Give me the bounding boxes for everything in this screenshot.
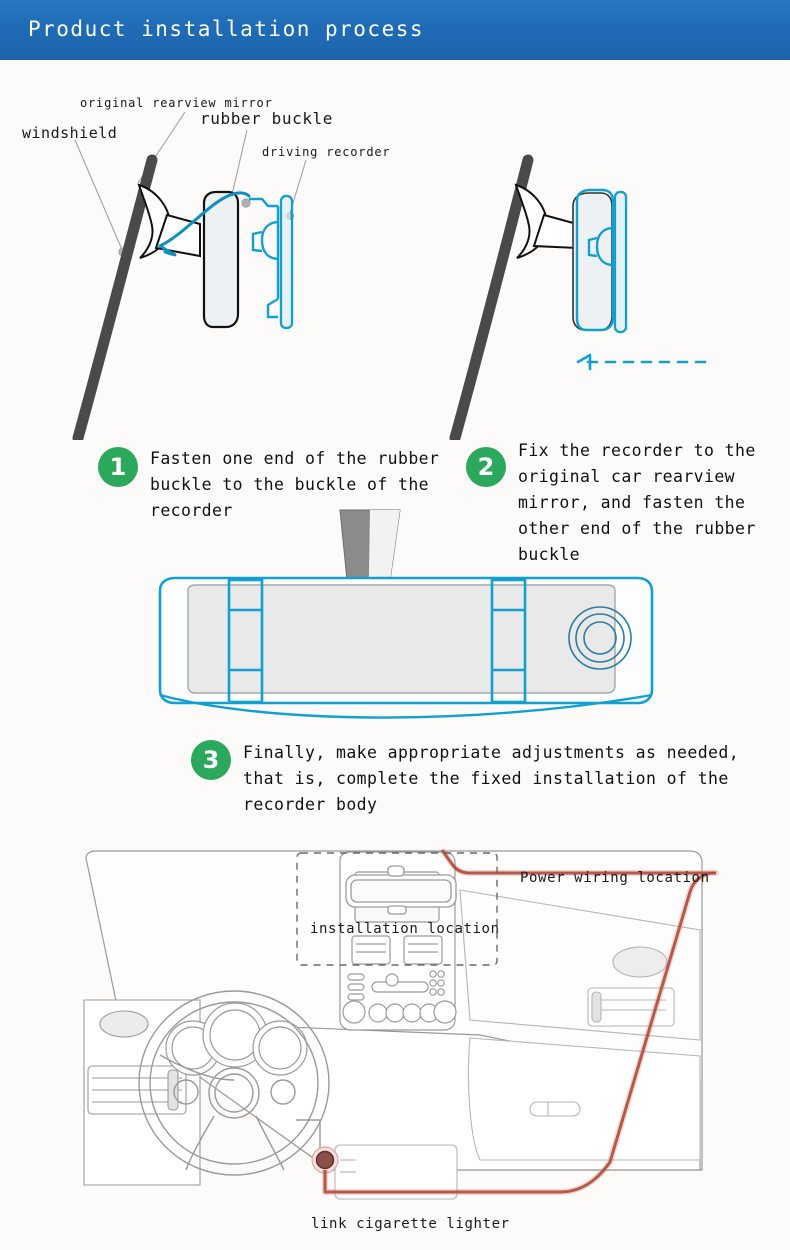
- label-link-cigarette-lighter: link cigarette lighter: [311, 1216, 510, 1232]
- left-air-vent: [83, 999, 201, 1186]
- rearview-mirror-icon: [345, 865, 457, 915]
- windshield-glass-right: [449, 154, 534, 440]
- dash-upper-shelf: [118, 1019, 701, 1171]
- recorder-bottom-lip: [159, 693, 653, 719]
- step-text-2: Fix the recorder to the original car rea…: [518, 441, 756, 564]
- driving-recorder-right: [575, 188, 628, 334]
- callout-label-windshield: windshield: [22, 124, 118, 142]
- mirror-mount-right: [514, 183, 549, 259]
- driving-recorder-left: [249, 194, 294, 330]
- rubber-buckle-strap-right-front: [490, 578, 527, 704]
- direction-arrow: [576, 353, 708, 371]
- mirror-stem-highlight: [368, 510, 400, 630]
- console-vents: [351, 935, 443, 965]
- callout-label-original-mirror: original rearview mirror: [80, 96, 273, 110]
- mirror-stem-ball: [338, 617, 394, 655]
- step-badge-1: 1: [98, 447, 138, 487]
- camera-lens: [568, 606, 632, 670]
- top-illustration: [72, 111, 708, 440]
- callout-label-driving-recorder: driving recorder: [262, 145, 391, 159]
- mirror-arm-left: [154, 213, 201, 258]
- power-wire-glow: [322, 848, 719, 1195]
- step-text-3: Finally, make appropriate adjustments as…: [243, 743, 740, 814]
- cigarette-lighter-socket: [311, 1146, 339, 1174]
- dashboard-illustration: [83, 848, 719, 1200]
- label-power-wiring-location: Power wiring location: [520, 870, 710, 886]
- original-mirror-body-left: [202, 190, 240, 329]
- label-installation-location: installation location: [310, 921, 500, 937]
- original-mirror-front: [187, 584, 616, 694]
- steering-wheel: [138, 990, 330, 1176]
- page-title: Product installation process: [28, 17, 425, 41]
- center-console: [339, 851, 457, 1031]
- rubber-buckle-strap-left-front: [227, 578, 264, 704]
- step-badge-2: 2: [466, 447, 506, 487]
- assembled-unit-body-right: [572, 192, 613, 331]
- windshield-panel: [85, 850, 703, 1171]
- rubber-buckle-strap-left: [158, 191, 251, 248]
- step-text-1: Fasten one end of the rubber buckle to t…: [150, 449, 440, 520]
- step-badge-3: 3: [191, 740, 231, 780]
- callout-dots: [118, 198, 294, 257]
- callout-label-rubber-buckle: rubber buckle: [200, 109, 334, 128]
- instrument-cluster: [165, 1002, 308, 1076]
- mirror-mount-left: [137, 183, 172, 259]
- recorder-screen-left: [283, 199, 290, 325]
- mirror-arm-right: [532, 213, 578, 250]
- lower-center-box: [334, 1144, 458, 1200]
- recorder-screen-right: [617, 195, 624, 329]
- mirror-stem: [339, 509, 401, 631]
- rubber-buckle-tail-left: [158, 244, 177, 257]
- page-header-bar: Product installation process: [0, 0, 790, 60]
- console-controls: [347, 970, 445, 1001]
- windshield-glass-left: [72, 154, 158, 440]
- installation-location-box: [296, 852, 498, 966]
- mirror-stem-ball-inner: [349, 628, 383, 652]
- recorder-shell-front: [158, 576, 654, 705]
